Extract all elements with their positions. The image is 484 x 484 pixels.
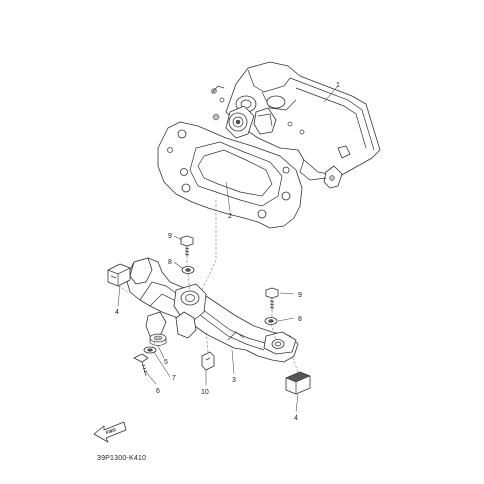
washer-upper: [181, 266, 195, 274]
figure-code: 39P1300-K410: [97, 455, 147, 462]
callout-9-upper: 9: [168, 233, 172, 240]
meter-assembly: [211, 61, 381, 189]
callout-3: 3: [232, 377, 236, 384]
fwd-arrow-icon: FWD: [93, 421, 127, 443]
callout-8-right: 8: [298, 316, 302, 323]
callout-numbers: 1 2 9 8 4 5 7 6 10 3 9 8 4: [115, 82, 340, 422]
clip-part-10: [201, 351, 215, 371]
washer-right: [264, 317, 278, 325]
main-bracket: [125, 257, 299, 363]
collar-part-5: [149, 333, 167, 346]
callout-4-left: 4: [115, 309, 119, 316]
callout-2: 2: [228, 213, 232, 220]
callout-1: 1: [336, 82, 340, 89]
callout-8-upper: 8: [168, 259, 172, 266]
callout-5: 5: [164, 359, 168, 366]
bolt-right: [265, 287, 279, 310]
rubber-damper-right: [285, 371, 311, 395]
callout-4-right: 4: [294, 415, 298, 422]
fwd-label: FWD: [105, 427, 117, 435]
leader-lines: [117, 86, 338, 413]
callout-6: 6: [156, 388, 160, 395]
washer-part-7: [143, 346, 157, 354]
callout-9-right: 9: [298, 292, 302, 299]
rubber-damper-left: [107, 263, 131, 287]
callout-10: 10: [201, 389, 209, 396]
meter-bracket-plate: [157, 121, 303, 229]
screw-part-6: [133, 353, 149, 377]
bolt-upper: [180, 235, 194, 256]
callout-7: 7: [172, 375, 176, 382]
